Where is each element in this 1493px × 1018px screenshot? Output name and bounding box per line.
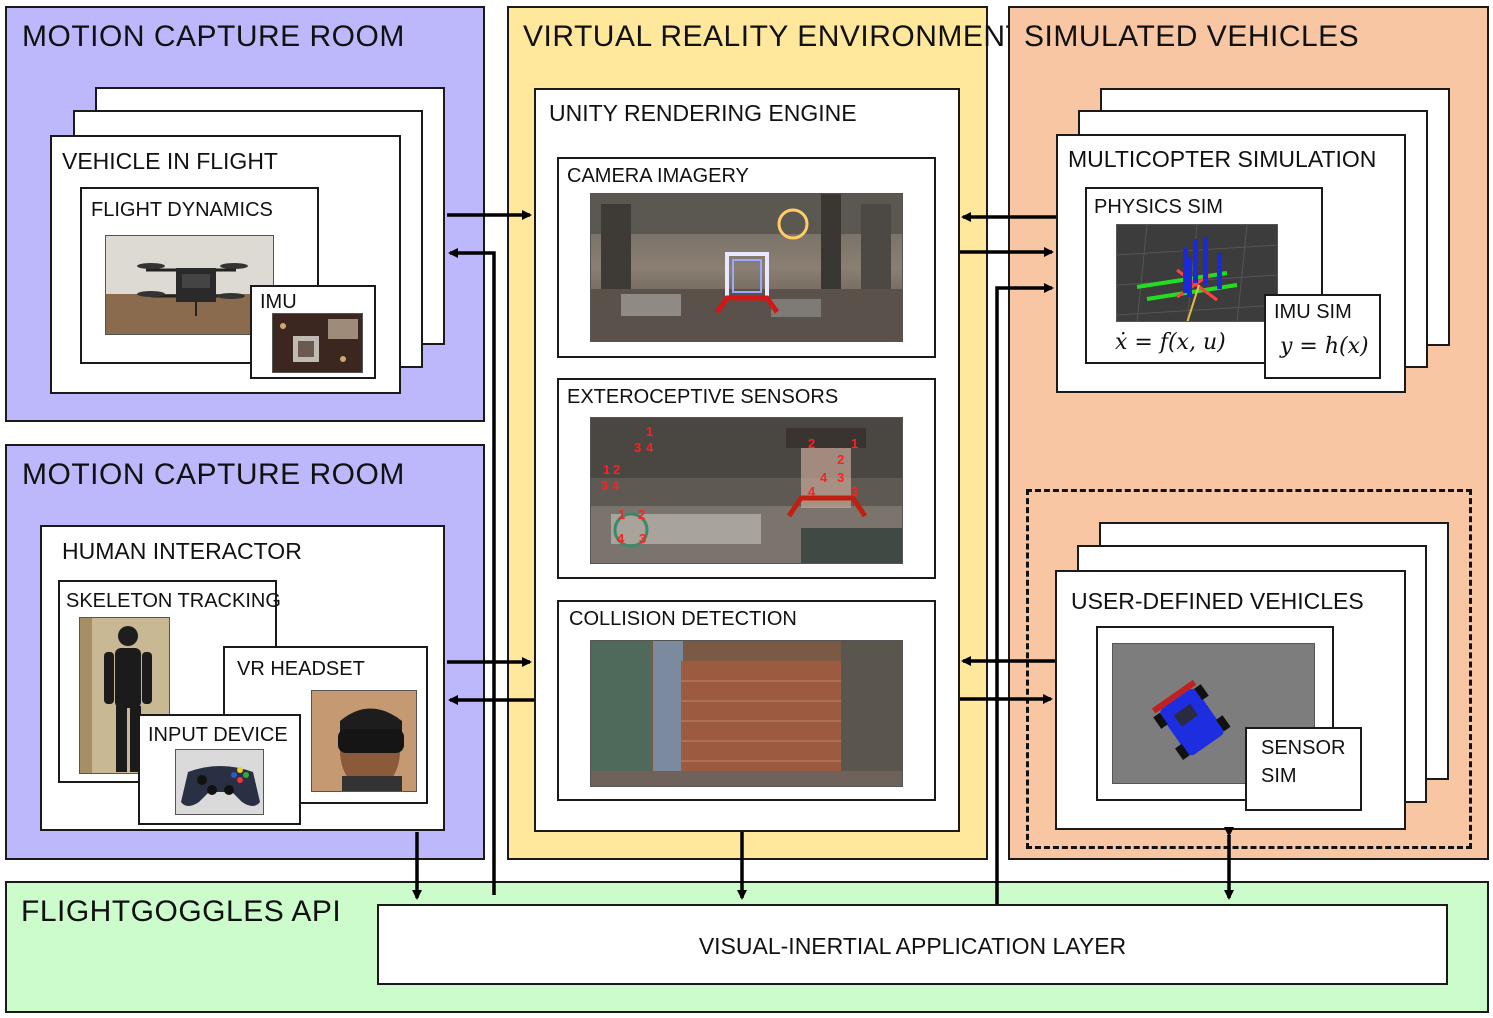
marker-5: 2 bbox=[613, 462, 621, 477]
marker-4: 1 bbox=[603, 462, 611, 477]
human-interactor-label: HUMAN INTERACTOR bbox=[62, 538, 302, 564]
unity-rendering-engine-label: UNITY RENDERING ENGINE bbox=[549, 100, 857, 126]
collision-detection-render bbox=[590, 640, 903, 787]
warehouse-render-drawing bbox=[591, 194, 902, 341]
marker-8: 1 bbox=[618, 507, 626, 522]
brick-wall-render-drawing bbox=[591, 641, 902, 786]
marker-11: 3 bbox=[639, 531, 647, 546]
marker-13: 1 bbox=[851, 436, 859, 451]
visual-inertial-application-layer-label: VISUAL-INERTIAL APPLICATION LAYER bbox=[698, 933, 1127, 959]
camera-imagery-label: CAMERA IMAGERY bbox=[567, 165, 749, 187]
vr-headset-label: VR HEADSET bbox=[237, 658, 365, 680]
collision-detection-label: COLLISION DETECTION bbox=[569, 608, 797, 630]
marker-14: 2 bbox=[837, 452, 845, 467]
marker-12: 2 bbox=[808, 436, 816, 451]
marker-3: 4 bbox=[646, 440, 654, 455]
quadrotor-photo bbox=[105, 235, 274, 335]
vr-headset-photo bbox=[311, 690, 417, 792]
camera-imagery-render bbox=[590, 193, 903, 342]
exteroceptive-sensors-render: 1 3 4 1 2 3 4 1 2 4 3 2 1 2 4 3 4 3 bbox=[590, 417, 903, 564]
sensor-sim-label-line2: SIM bbox=[1261, 765, 1297, 787]
rviz-quadrotor-drawing bbox=[1117, 225, 1277, 321]
marker-16: 3 bbox=[837, 470, 845, 485]
marker-15: 4 bbox=[820, 470, 828, 485]
multicopter-simulation-label: MULTICOPTER SIMULATION bbox=[1068, 146, 1377, 172]
dynamics-equation: ẋ = f(x, u) bbox=[1115, 330, 1226, 355]
marker-2: 3 bbox=[634, 440, 642, 455]
quadrotor-drawing bbox=[106, 236, 273, 334]
visual-inertial-application-layer-box: VISUAL-INERTIAL APPLICATION LAYER bbox=[377, 904, 1448, 985]
motion-capture-room-bottom-title: MOTION CAPTURE ROOM bbox=[22, 458, 405, 491]
exteroceptive-sensors-label: EXTEROCEPTIVE SENSORS bbox=[567, 386, 839, 408]
flight-dynamics-label: FLIGHT DYNAMICS bbox=[91, 199, 273, 221]
vehicle-in-flight-label: VEHICLE IN FLIGHT bbox=[62, 148, 278, 174]
exteroceptive-render-drawing bbox=[591, 418, 902, 563]
marker-7: 4 bbox=[612, 478, 620, 493]
marker-9: 2 bbox=[638, 507, 646, 522]
imu-chip-drawing bbox=[273, 314, 362, 372]
gamepad-photo bbox=[175, 749, 264, 815]
imu-chip-photo bbox=[272, 313, 363, 373]
measurement-equation: y = h(x) bbox=[1280, 334, 1369, 359]
flightgoggles-api-title: FLIGHTGOGGLES API bbox=[21, 895, 342, 928]
physics-sim-label: PHYSICS SIM bbox=[1094, 196, 1223, 218]
imu-sim-label: IMU SIM bbox=[1274, 301, 1352, 323]
user-defined-vehicles-label: USER-DEFINED VEHICLES bbox=[1071, 588, 1364, 614]
marker-10: 4 bbox=[617, 531, 625, 546]
imu-sim-box: IMU SIM y = h(x) bbox=[1264, 294, 1381, 379]
marker-1: 1 bbox=[646, 424, 654, 439]
marker-17: 4 bbox=[808, 484, 816, 499]
marker-6: 3 bbox=[601, 478, 609, 493]
input-device-label: INPUT DEVICE bbox=[148, 724, 288, 746]
virtual-reality-environment-title: VIRTUAL REALITY ENVIRONMENT bbox=[523, 20, 1025, 53]
imu-label: IMU bbox=[260, 291, 297, 313]
simulated-vehicles-title: SIMULATED VEHICLES bbox=[1024, 20, 1360, 53]
sensor-sim-box: SENSOR SIM bbox=[1245, 727, 1362, 811]
vr-user-drawing bbox=[312, 691, 416, 791]
physics-sim-render bbox=[1116, 224, 1278, 322]
skeleton-tracking-label: SKELETON TRACKING bbox=[66, 590, 281, 612]
marker-18: 3 bbox=[851, 484, 859, 499]
sensor-sim-label-line1: SENSOR bbox=[1261, 737, 1346, 759]
motion-capture-room-top-title: MOTION CAPTURE ROOM bbox=[22, 20, 405, 53]
gamepad-icon bbox=[176, 750, 263, 814]
